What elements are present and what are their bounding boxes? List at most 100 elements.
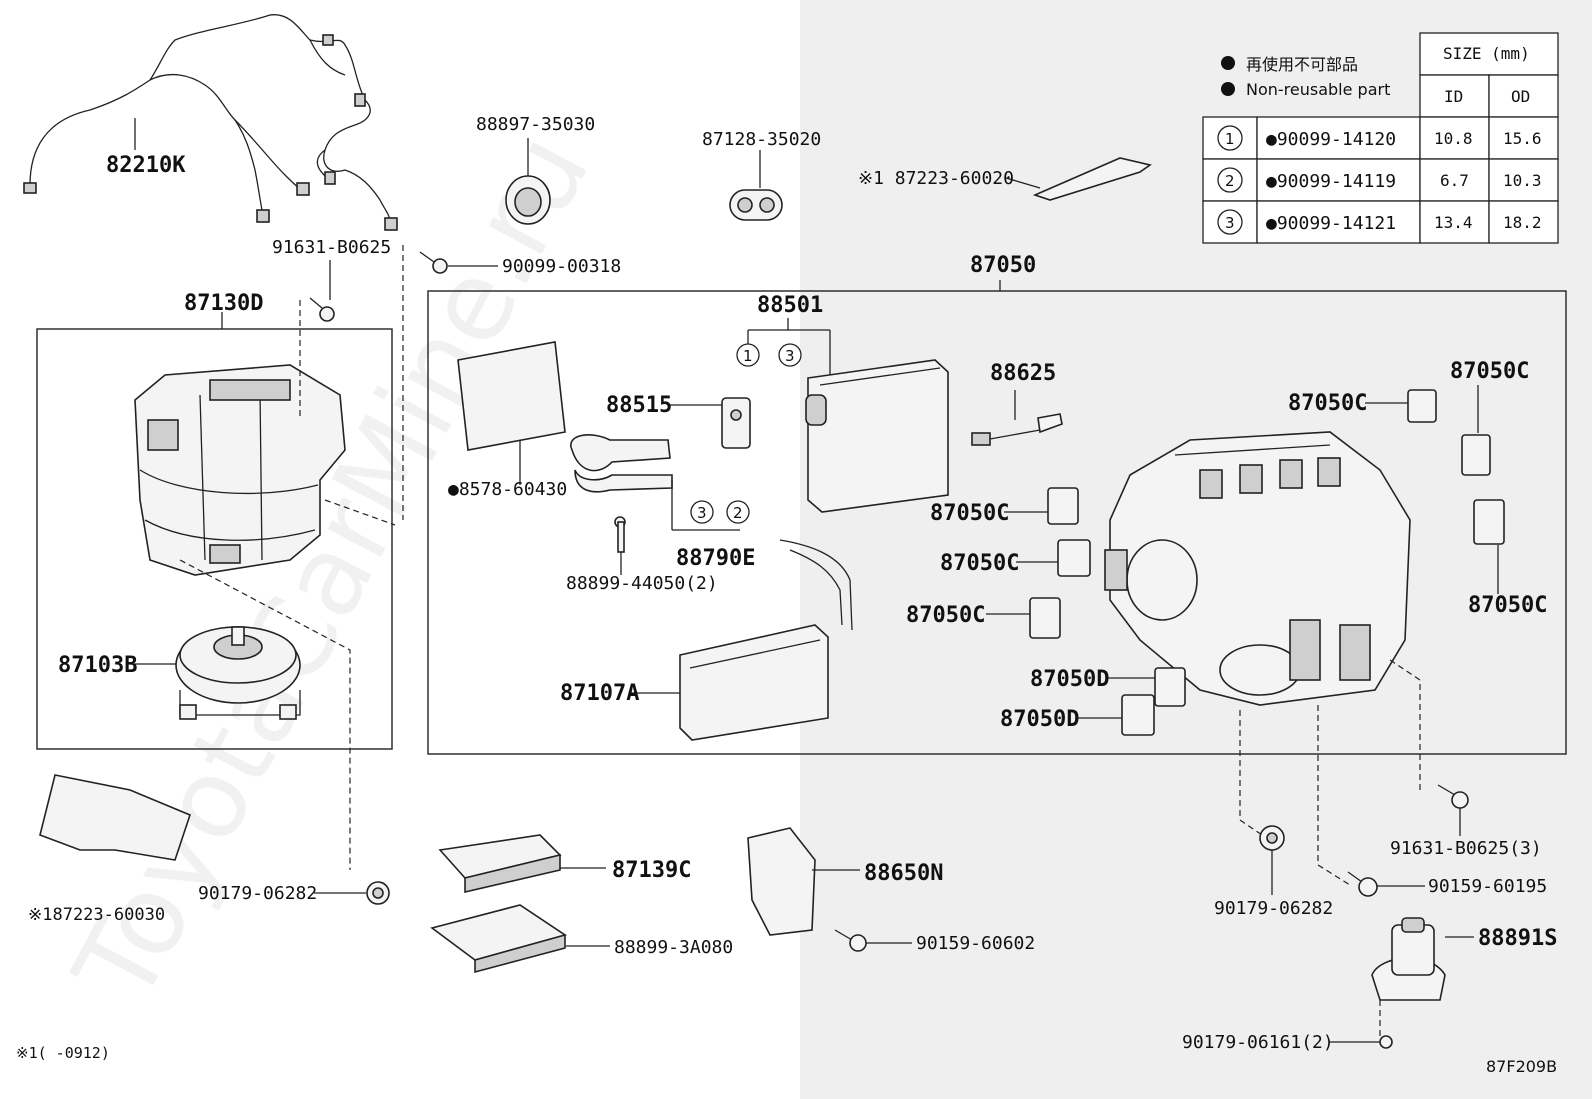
- label-90159-60602: 90159-60602: [916, 933, 1035, 954]
- size-row-od: 15.6: [1503, 129, 1542, 148]
- servo-87050c-mid-2: [1016, 539, 1091, 577]
- label-88650n: 88650N: [864, 861, 943, 886]
- label-87050c-b: 87050C: [1450, 359, 1529, 384]
- blower-assembly-box: [36, 328, 393, 750]
- label-87223-60030: ※187223-60030: [28, 905, 165, 925]
- label-90179-06282-right: 90179-06282: [1214, 898, 1333, 919]
- label-90159-60195: 90159-60195: [1428, 876, 1547, 897]
- label-90179-06161: 90179-06161(2): [1182, 1032, 1334, 1053]
- size-row-od: 18.2: [1503, 213, 1542, 232]
- size-table-row: 2 ●90099-14119 6.7 10.3: [1202, 158, 1559, 202]
- nut-90179-06282-left: [314, 881, 390, 905]
- size-row-id: 13.4: [1434, 213, 1473, 232]
- heater-unit-box: [427, 290, 1567, 755]
- label-88501: 88501: [757, 293, 823, 318]
- size-row-ref: 2: [1225, 172, 1235, 190]
- servo-87050d-2: [1078, 694, 1155, 736]
- label-87103b: 87103B: [58, 653, 137, 678]
- size-table-row: 3 ●90099-14121 13.4 18.2: [1202, 200, 1559, 244]
- filter-8578-60430: [457, 341, 566, 485]
- bolt-91631-b0625-3: [1437, 784, 1469, 836]
- size-table-col-od: OD: [1511, 87, 1530, 106]
- insulator-87223-60030: [39, 774, 191, 861]
- servo-87050c-mid-3: [986, 597, 1061, 639]
- callout-2: 2: [733, 504, 743, 522]
- label-88891s: 88891S: [1478, 926, 1557, 951]
- blower-housing: [134, 364, 346, 576]
- label-90099-00318: 90099-00318: [502, 256, 621, 277]
- pipe-88790e: [570, 434, 740, 531]
- label-87050: 87050: [970, 253, 1036, 278]
- wire-harness-82210k: [23, 14, 398, 231]
- label-87050c-f: 87050C: [906, 603, 985, 628]
- size-table-title: SIZE (mm): [1443, 44, 1530, 63]
- label-91631-b0625: 91631-B0625: [272, 237, 391, 258]
- label-87050c-c: 87050C: [1468, 593, 1547, 618]
- label-90179-06282-left: 90179-06282: [198, 883, 317, 904]
- label-88625: 88625: [990, 361, 1056, 386]
- filter-87139c: [438, 834, 606, 894]
- label-88899-3a080: 88899-3A080: [614, 937, 733, 958]
- screw-90159-60195: [1347, 871, 1425, 897]
- sensor-88625: [971, 390, 1063, 446]
- label-87223-60020: ※1 87223-60020: [858, 168, 1014, 189]
- size-row-ref: 1: [1225, 130, 1235, 148]
- diagram-code: 87F209B: [1486, 1057, 1557, 1076]
- evaporator-88501: [805, 359, 949, 513]
- legend-jp: 再使用不可部品: [1246, 55, 1358, 74]
- filter-88899-3a080: [430, 904, 610, 974]
- size-row-part: ●90099-14120: [1266, 129, 1396, 150]
- servo-87050d-1: [1108, 667, 1186, 707]
- servo-87050c-right-top: [1461, 385, 1491, 476]
- size-row-part: ●90099-14119: [1266, 171, 1396, 192]
- legend-en: Non-reusable part: [1246, 80, 1390, 99]
- label-91631-b0625-3: 91631-B0625(3): [1390, 838, 1542, 859]
- size-table: SIZE (mm) ID OD 1 ●90099-14120 10.8 15.6…: [1202, 32, 1559, 244]
- grommet-88897-35030: [505, 138, 551, 225]
- label-82210k: 82210K: [106, 153, 186, 178]
- label-88790e: 88790E: [676, 546, 755, 571]
- size-row-part: ●90099-14121: [1266, 213, 1396, 234]
- sensor-88891s: [1371, 917, 1474, 1001]
- label-87128-35020: 87128-35020: [702, 129, 821, 150]
- callout-1: 1: [743, 347, 753, 365]
- size-table-row: 1 ●90099-14120 10.8 15.6: [1202, 116, 1559, 160]
- screw-90159-60602: [834, 929, 912, 952]
- legend: 再使用不可部品 Non-reusable part: [1221, 55, 1390, 99]
- label-88897-35030: 88897-35030: [476, 114, 595, 135]
- blower-motor-87103b: [132, 626, 301, 720]
- servo-87050c-mid-1: [1004, 487, 1079, 525]
- size-row-od: 10.3: [1503, 171, 1542, 190]
- servo-87050c-top: [1365, 389, 1437, 423]
- size-row-id: 6.7: [1440, 171, 1469, 190]
- heater-housing-87050: [1104, 431, 1411, 706]
- size-table-col-id: ID: [1444, 87, 1463, 106]
- seal-87223-60020: [1005, 157, 1152, 201]
- label-87050d-a: 87050D: [1030, 667, 1109, 692]
- bolt-91631-b0625: [309, 260, 335, 322]
- grommet-87128-35020: [729, 150, 783, 221]
- footnote: ※1( -0912): [16, 1044, 110, 1062]
- label-87050c-a: 87050C: [1288, 391, 1367, 416]
- label-87130d: 87130D: [184, 291, 263, 316]
- label-88899-44050: 88899-44050(2): [566, 573, 718, 594]
- label-87139c: 87139C: [612, 858, 691, 883]
- label-87050c-e: 87050C: [940, 551, 1019, 576]
- nut-90179-06282-right: [1259, 825, 1285, 895]
- label-87107a: 87107A: [560, 681, 639, 706]
- label-88515: 88515: [606, 393, 672, 418]
- heater-core-87107a: [630, 539, 853, 741]
- ecu-88650n: [747, 827, 860, 936]
- nut-90179-06161: [1330, 1035, 1393, 1049]
- bolt-88899-44050: [614, 516, 626, 575]
- label-87050c-d: 87050C: [930, 501, 1009, 526]
- size-row-ref: 3: [1225, 214, 1235, 232]
- label-87050d-b: 87050D: [1000, 707, 1079, 732]
- servo-87050c-right-bottom: [1473, 499, 1505, 594]
- callout-3: 3: [785, 347, 795, 365]
- bolt-90099-00318: [419, 251, 498, 274]
- callout-3b: 3: [697, 504, 707, 522]
- expansion-valve-88515: [721, 397, 751, 449]
- label-8578-60430: ●8578-60430: [448, 479, 567, 500]
